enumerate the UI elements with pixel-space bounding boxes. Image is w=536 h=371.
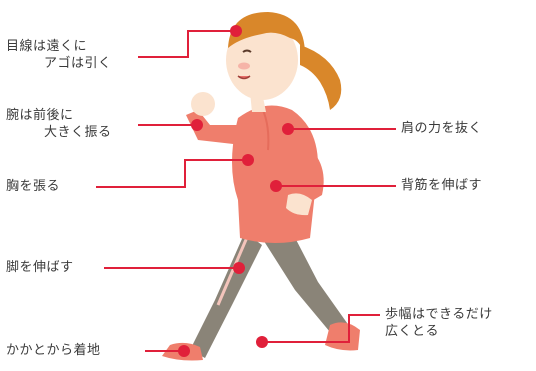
- label-gaze-line1: 目線は遠くに: [6, 39, 88, 54]
- front-arm: [286, 140, 324, 216]
- label-stride-line1: 歩幅はできるだけ: [385, 307, 493, 322]
- front-shoe: [325, 322, 360, 351]
- marker-arms: [191, 119, 203, 131]
- label-legs-text: 脚を伸ばす: [6, 260, 74, 275]
- label-arms: 腕は前後に 大きく振る: [6, 107, 112, 141]
- back-leg: [162, 232, 262, 361]
- label-shoulders-text: 肩の力を抜く: [401, 121, 483, 136]
- marker-shoulders: [282, 123, 294, 135]
- marker-heel: [178, 345, 190, 357]
- label-legs: 脚を伸ばす: [6, 259, 74, 276]
- marker-legs: [233, 262, 245, 274]
- fist: [191, 92, 215, 116]
- label-stride: 歩幅はできるだけ 広くとる: [385, 306, 493, 340]
- front-leg: [262, 228, 360, 351]
- label-back: 背筋を伸ばす: [401, 177, 482, 194]
- line-stride: [262, 314, 380, 343]
- leader-lines: [96, 30, 396, 352]
- label-arms-line2: 大きく振る: [44, 125, 112, 140]
- label-heel: かかとから着地: [6, 342, 101, 359]
- label-chest: 胸を張る: [6, 178, 60, 195]
- eye: [242, 49, 252, 53]
- hair: [228, 12, 305, 55]
- line-chest: [96, 159, 248, 188]
- label-back-text: 背筋を伸ばす: [401, 178, 483, 193]
- raised-arm: [186, 92, 242, 145]
- label-heel-text: かかとから着地: [6, 343, 101, 358]
- ponytail: [300, 45, 342, 110]
- torso: [232, 105, 318, 243]
- label-stride-line2: 広くとる: [385, 324, 440, 339]
- label-shoulders: 肩の力を抜く: [401, 120, 482, 137]
- label-gaze: 目線は遠くに アゴは引く: [6, 38, 112, 72]
- markers: [178, 25, 294, 357]
- cheek: [238, 62, 250, 70]
- head: [226, 12, 342, 110]
- marker-chest: [242, 154, 254, 166]
- marker-gaze: [230, 25, 242, 37]
- hand: [286, 193, 312, 216]
- line-gaze: [138, 30, 236, 58]
- label-arms-line1: 腕は前後に: [6, 108, 74, 123]
- mouth: [237, 75, 251, 80]
- label-chest-text: 胸を張る: [6, 179, 61, 194]
- label-gaze-line2: アゴは引く: [44, 56, 112, 71]
- marker-back: [270, 180, 282, 192]
- marker-stride: [256, 336, 268, 348]
